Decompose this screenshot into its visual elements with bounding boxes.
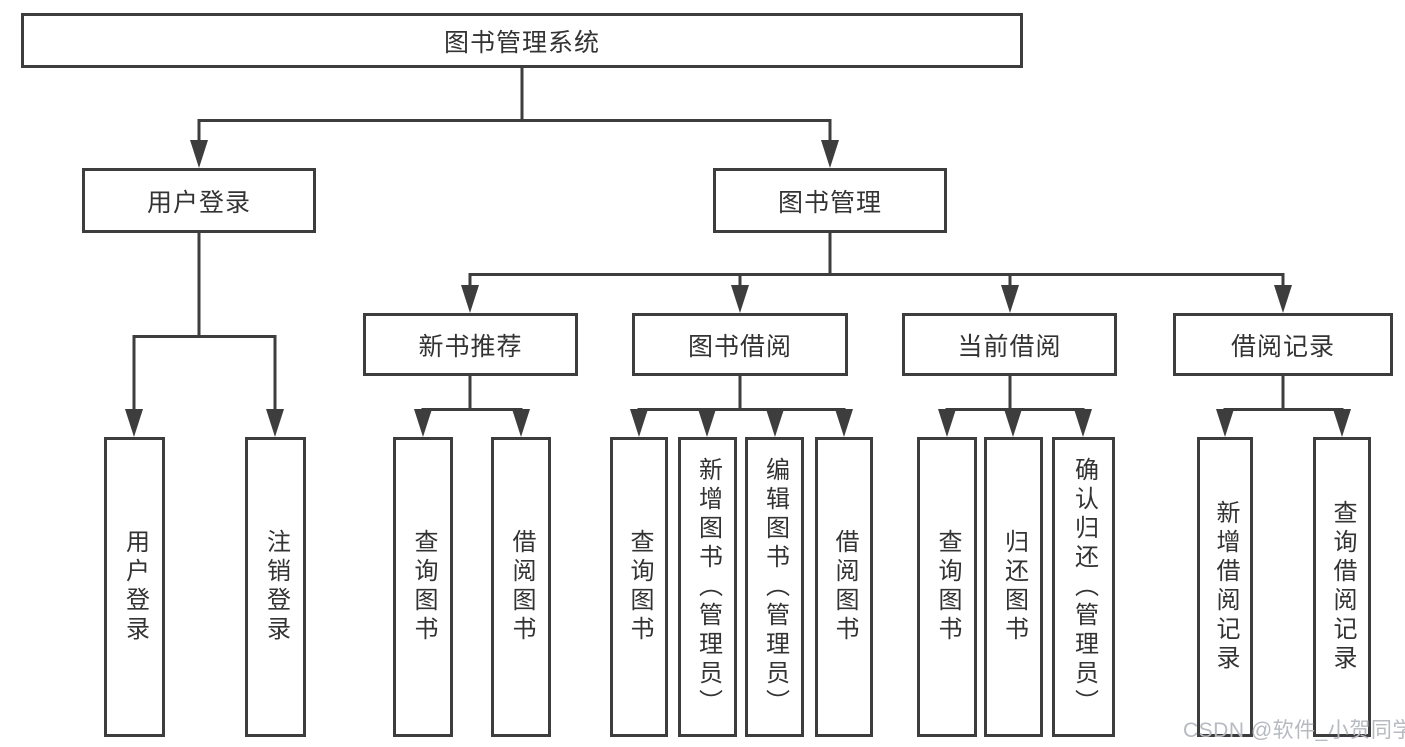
- arrowhead-leaf-user-login: [125, 409, 143, 437]
- leaf-borrow-borrow: 借阅图书: [815, 437, 873, 737]
- arrowhead-leaf-nb-query: [414, 409, 432, 437]
- node-book-management: 图书管理: [713, 168, 947, 233]
- leaf-newbooks-borrow: 借阅图书: [491, 437, 551, 737]
- leaf-logout: 注销登录: [245, 437, 306, 737]
- arrowhead-leaf-bb-add: [698, 409, 716, 437]
- arrowhead-leaf-cb-query: [938, 409, 956, 437]
- arrowhead-leaf-cb-confirm: [1074, 409, 1092, 437]
- leaf-current-confirm-admin: 确认归还（管理员）: [1052, 437, 1115, 737]
- leaf-current-return-label: 归还图书: [1000, 529, 1028, 645]
- leaf-records-add-label: 新增借阅记录: [1212, 500, 1239, 674]
- arrowhead-leaf-bb-query: [630, 409, 648, 437]
- leaf-borrow-edit-admin-label: 编辑图书（管理员）: [761, 456, 789, 718]
- connector-edges: [132, 68, 1344, 411]
- leaf-borrow-query-label: 查询图书: [626, 529, 653, 645]
- node-current-borrowing: 当前借阅: [902, 313, 1117, 376]
- leaf-borrow-add-admin: 新增图书（管理员）: [678, 437, 737, 737]
- watermark: CSDN @软件_小贺同学: [1183, 719, 1405, 742]
- leaf-current-query: 查询图书: [917, 437, 977, 737]
- leaf-newbooks-query: 查询图书: [393, 437, 453, 737]
- arrowhead-records: [1274, 285, 1292, 313]
- leaf-records-add: 新增借阅记录: [1197, 437, 1253, 737]
- leaf-newbooks-borrow-label: 借阅图书: [508, 529, 535, 645]
- arrowhead-leaf-bb-borrow: [835, 409, 853, 437]
- leaf-current-query-label: 查询图书: [934, 529, 961, 645]
- leaf-user-login-label: 用户登录: [121, 529, 149, 645]
- leaf-current-return: 归还图书: [984, 437, 1043, 737]
- leaf-borrow-borrow-label: 借阅图书: [831, 529, 858, 645]
- node-book-borrowing-label: 图书借阅: [687, 332, 792, 361]
- leaf-records-query: 查询借阅记录: [1313, 437, 1371, 737]
- arrowhead-leaf-br-query: [1333, 409, 1351, 437]
- arrowhead-borrow: [731, 285, 749, 313]
- leaf-logout-label: 注销登录: [262, 529, 290, 645]
- node-book-borrowing: 图书借阅: [632, 313, 848, 376]
- node-borrow-records: 借阅记录: [1173, 313, 1393, 376]
- leaf-borrow-edit-admin: 编辑图书（管理员）: [745, 437, 804, 737]
- node-root: 图书管理系统: [21, 13, 1023, 68]
- node-new-book-recommend: 新书推荐: [363, 313, 578, 376]
- arrowhead-leaf-logout: [266, 409, 284, 437]
- arrowhead-leaf-cb-return: [1004, 409, 1022, 437]
- node-user-login-label: 用户登录: [146, 188, 251, 217]
- leaf-user-login: 用户登录: [104, 437, 165, 737]
- arrowhead-mgmt: [821, 140, 839, 168]
- leaf-records-query-label: 查询借阅记录: [1329, 500, 1356, 674]
- connector-arrowheads: [125, 140, 1351, 437]
- arrowhead-login: [190, 140, 208, 168]
- arrowhead-leaf-nb-borrow: [512, 409, 530, 437]
- arrowhead-leaf-bb-edit: [766, 409, 784, 437]
- node-root-label: 图书管理系统: [443, 28, 600, 57]
- leaf-newbooks-query-label: 查询图书: [410, 529, 437, 645]
- node-user-login: 用户登录: [82, 168, 316, 233]
- node-borrow-records-label: 借阅记录: [1230, 332, 1335, 361]
- leaf-current-confirm-admin-label: 确认归还（管理员）: [1070, 456, 1098, 718]
- node-current-borrowing-label: 当前借阅: [957, 332, 1062, 361]
- leaf-borrow-query: 查询图书: [610, 437, 668, 737]
- arrowhead-newbooks: [461, 285, 479, 313]
- arrowhead-leaf-br-add: [1216, 409, 1234, 437]
- leaf-borrow-add-admin-label: 新增图书（管理员）: [694, 456, 722, 718]
- node-new-book-recommend-label: 新书推荐: [418, 332, 523, 361]
- arrowhead-current: [1001, 285, 1019, 313]
- node-book-management-label: 图书管理: [777, 188, 882, 217]
